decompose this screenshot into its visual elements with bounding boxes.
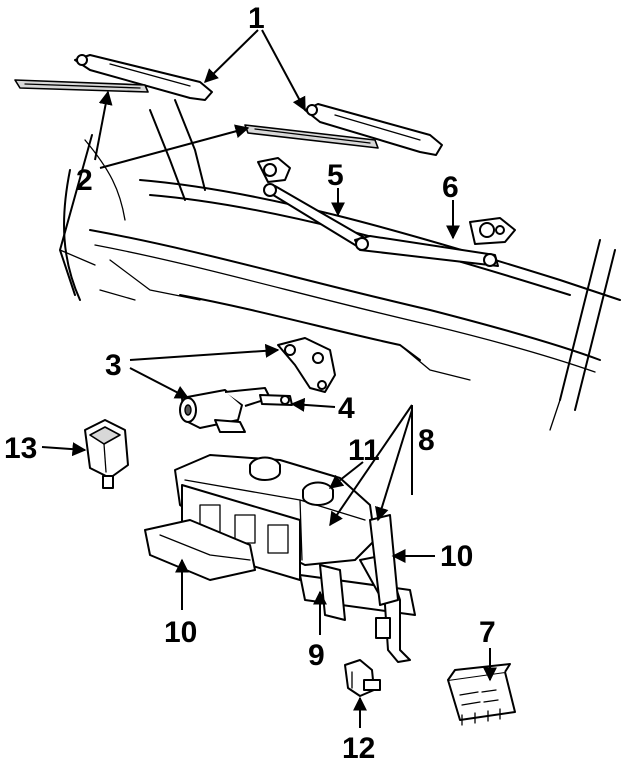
callout-10-left: 10 xyxy=(164,616,197,649)
callout-11: 11 xyxy=(348,434,380,467)
callout-3: 3 xyxy=(105,349,122,382)
vehicle-body-outline xyxy=(59,99,621,431)
wiper-motor-bracket xyxy=(277,337,336,393)
wiper-blade-left xyxy=(14,79,149,93)
callout-13: 13 xyxy=(4,432,37,465)
callout-8: 8 xyxy=(418,424,435,457)
callout-labels: 1 2 3 4 5 6 7 8 9 10 10 11 12 13 xyxy=(4,2,496,765)
leader-lines xyxy=(41,29,497,728)
motor-crank-arm xyxy=(259,394,293,406)
callout-9: 9 xyxy=(308,639,325,672)
washer-reservoir-assembly xyxy=(144,454,416,663)
wiper-arm-right xyxy=(304,103,443,156)
wiper-linkage-left xyxy=(257,157,366,249)
callout-1: 1 xyxy=(248,2,265,35)
callout-5: 5 xyxy=(327,159,344,192)
relay-module xyxy=(447,663,516,726)
callout-12: 12 xyxy=(342,732,375,765)
wiper-motor xyxy=(179,387,271,433)
switch-component xyxy=(84,419,129,489)
callout-6: 6 xyxy=(442,171,459,204)
washer-pump xyxy=(344,659,381,697)
wiper-arm-left xyxy=(74,54,213,101)
callout-10-right: 10 xyxy=(440,540,473,573)
callout-7: 7 xyxy=(479,616,496,649)
callout-4: 4 xyxy=(338,392,355,425)
wiper-linkage-right xyxy=(354,217,516,267)
callout-2: 2 xyxy=(76,164,93,197)
